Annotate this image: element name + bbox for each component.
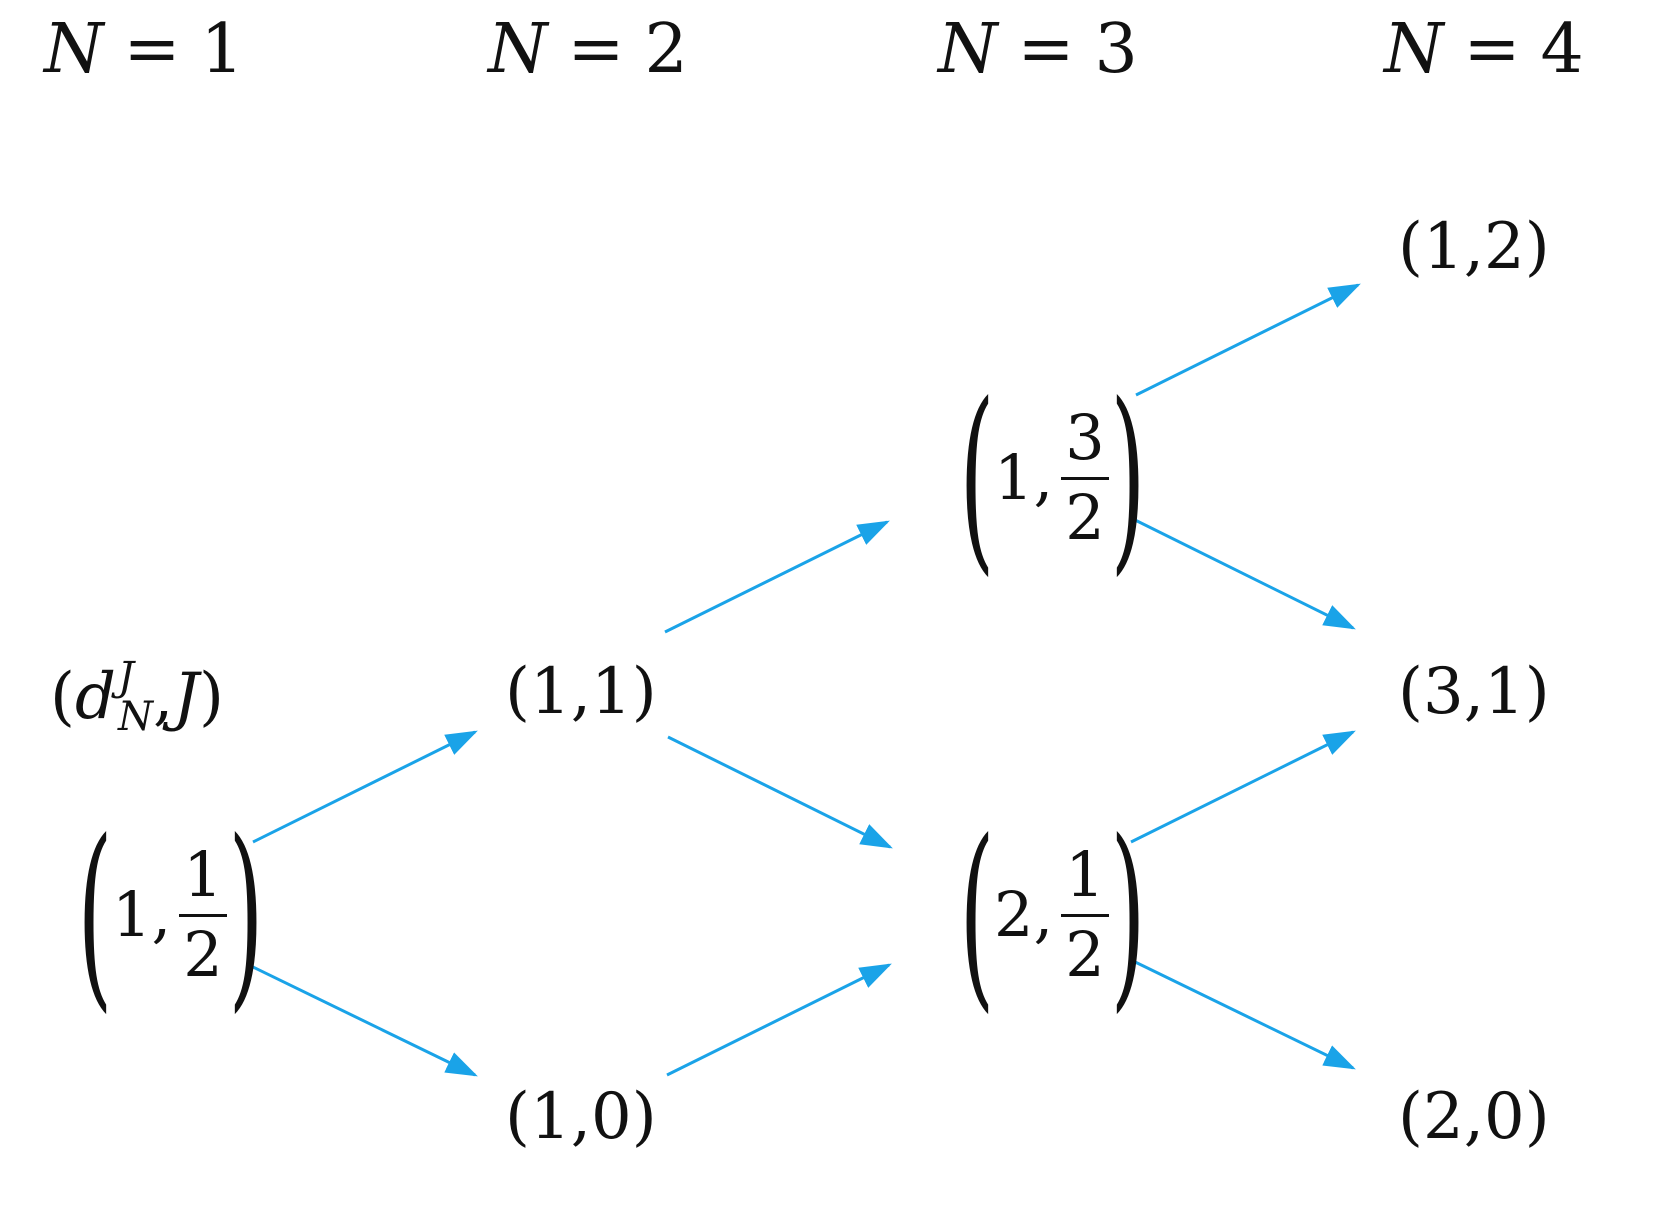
arrow-n3-top-to-n4-top bbox=[1135, 283, 1361, 397]
node-n4-middle: (3,1) bbox=[1398, 655, 1550, 729]
arrow-n2-top-to-n3-bottom bbox=[667, 735, 893, 849]
arrow-n2-bottom-to-n3-bottom bbox=[666, 963, 892, 1077]
header-n4: N=4 bbox=[1384, 10, 1584, 89]
arrow-n3-bottom-to-n4-bottom bbox=[1130, 958, 1356, 1070]
arrow-n1-to-n2-top bbox=[252, 730, 478, 844]
node-n4-bottom: (2,0) bbox=[1398, 1080, 1550, 1154]
header-n1: N=1 bbox=[44, 10, 244, 89]
arrow-n3-top-to-n4-middle bbox=[1130, 516, 1356, 630]
header-n3: N=3 bbox=[938, 10, 1138, 89]
arrow-n3-bottom-to-n4-middle bbox=[1130, 730, 1356, 844]
arrow-n1-to-n2-bottom bbox=[252, 965, 478, 1077]
node-n2-top: (1,1) bbox=[505, 655, 657, 729]
header-n2: N=2 bbox=[488, 10, 688, 89]
node-n4-top: (1,2) bbox=[1398, 210, 1550, 284]
node-n2-bottom: (1,0) bbox=[505, 1080, 657, 1154]
arrow-n2-top-to-n3-top bbox=[664, 520, 890, 634]
